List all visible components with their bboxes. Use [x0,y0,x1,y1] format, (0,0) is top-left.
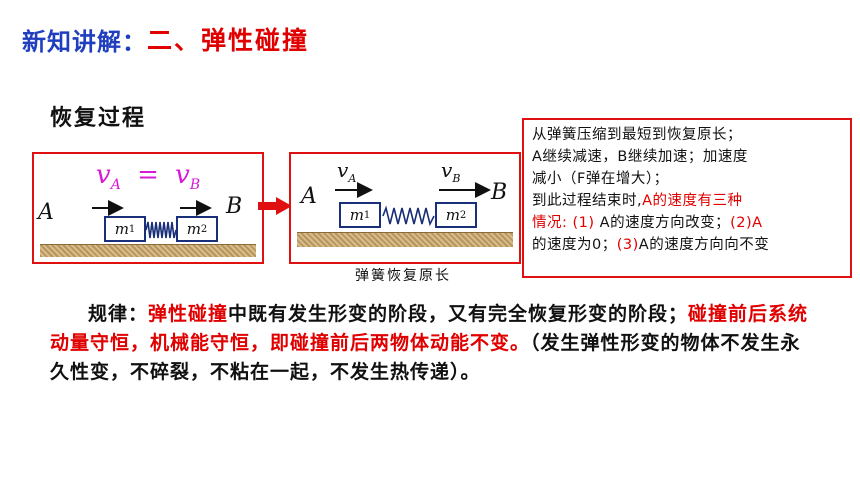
explanation-box: 从弹簧压缩到最短到恢复原长； A继续减速，B继续加速；加速度 减小（F弹在增大）… [522,118,852,278]
label-b: B [491,180,508,205]
left-diagram-graphics [92,200,212,239]
explain-line-4: 到此过程结束时,A的速度有三种 [532,193,743,209]
explain-line-3: 减小（F弹在增大）； [532,171,669,187]
explain-line-5: 情况: (1) A的速度方向改变；(2)A [532,215,763,231]
label-a: A [301,184,317,209]
explain-line-2: A继续减速，B继续加速；加速度 [532,149,748,165]
right-diagram-graphics [335,182,491,227]
velocity-equation: vA = vB [96,160,201,194]
title-prefix: 新知讲解： [22,27,147,56]
label-b: B [226,194,243,219]
rule-term: 弹性碰撞 [148,303,229,325]
ground-surface [297,232,513,247]
rule-paragraph: 规律：弹性碰撞中既有发生形变的阶段，又有完全恢复形变的阶段；碰撞前后系统动量守恒… [50,300,820,387]
explain-line-6: 的速度为0；(3)A的速度方向向不变 [532,237,770,253]
label-a: A [38,200,54,225]
relaxed-spring [382,205,435,227]
rule-conservation: 碰撞前后系统动量守恒，机械能守恒，即碰撞前后两物体动能不变。 [50,303,809,354]
velocity-label-a: vA [337,158,357,185]
explain-line-1: 从弹簧压缩到最短到恢复原长； [532,127,742,143]
rule-text-2: （发生弹性形变的物体不发生永久性变，不碎裂，不粘在一起，不发生热传递）。 [50,332,801,383]
ground-surface [40,244,256,257]
page-title: 新知讲解： 二、弹性碰撞 [22,14,309,64]
rule-text-1: 中既有发生形变的阶段，又有完全恢复形变的阶段； [228,303,689,325]
section-heading: 恢复过程 [50,106,147,131]
rule-prefix: 规律： [88,303,149,325]
transition-arrow-icon [258,197,292,215]
velocity-label-b: vB [441,158,461,185]
title-main: 二、弹性碰撞 [147,26,310,55]
diagram-caption: 弹簧恢复原长 [355,268,451,284]
compressed-spring [145,221,177,239]
